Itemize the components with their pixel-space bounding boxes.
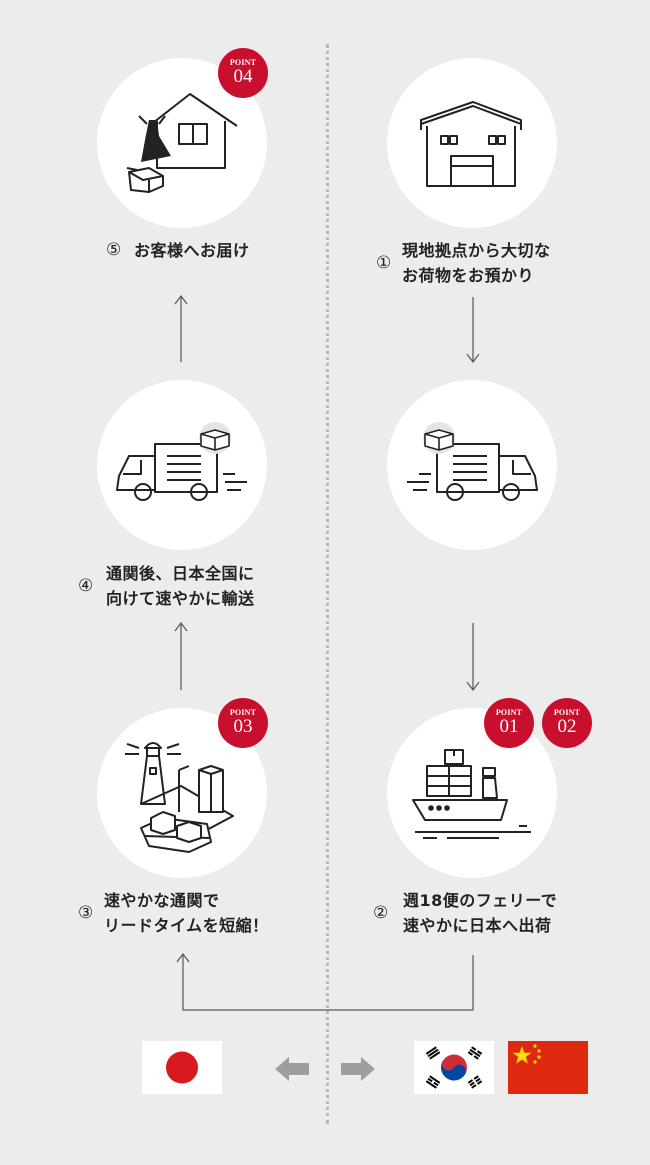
- step-number: ②: [373, 903, 389, 923]
- badge-number: 03: [233, 716, 253, 737]
- badge-label: POINT: [553, 708, 581, 717]
- home-delivery-icon: [126, 93, 238, 193]
- step-line1: 速やかな通関で: [104, 891, 220, 910]
- step-line1: 現地拠点から大切な: [402, 241, 551, 260]
- badge-label: POINT: [229, 58, 257, 67]
- step-line2: お荷物をお預かり: [402, 266, 535, 285]
- step4-text: ④ 通関後、日本全国に 向けて速やかに輸送: [78, 561, 255, 611]
- point-badge-03: POINT 03: [218, 698, 268, 748]
- delivery-truck-icon: [407, 422, 538, 501]
- step5-text: ⑤ お客様へお届け: [106, 238, 250, 263]
- arrow-right-icon: [341, 1057, 375, 1081]
- step-number: ④: [78, 576, 94, 596]
- point-badge-04: POINT 04: [218, 48, 268, 98]
- step-line1: お客様へお届け: [134, 241, 250, 260]
- badge-label: POINT: [229, 708, 257, 717]
- step-number: ①: [376, 253, 392, 273]
- step2-text: ② 週18便のフェリーで 速やかに日本へ出荷: [373, 888, 557, 938]
- south-korea-flag: [414, 1041, 494, 1094]
- badge-number: 02: [557, 716, 577, 737]
- center-divider: [326, 44, 329, 1124]
- china-flag: [508, 1041, 588, 1094]
- step-line2: 向けて速やかに輸送: [106, 589, 255, 608]
- truck-circle-right: [387, 380, 557, 550]
- badge-number: 01: [499, 716, 519, 737]
- step1-circle: [387, 58, 557, 228]
- step-line2: リードタイムを短縮！: [104, 916, 269, 935]
- delivery-truck-icon: [116, 422, 247, 501]
- step-line1: 週18便のフェリーで: [403, 891, 558, 910]
- step4-circle: [97, 380, 267, 550]
- step-line2: 速やかに日本へ出荷: [403, 916, 552, 935]
- step-number: ③: [78, 903, 94, 923]
- step3-text: ③ 速やかな通関で リードタイムを短縮！: [78, 888, 269, 938]
- step1-text: ① 現地拠点から大切な お荷物をお預かり: [376, 238, 551, 288]
- warehouse-icon: [420, 101, 522, 187]
- point-badge-02: POINT 02: [542, 698, 592, 748]
- step-number: ⑤: [106, 240, 122, 260]
- cargo-ship-icon: [412, 749, 531, 839]
- japan-flag: [142, 1041, 222, 1094]
- badge-label: POINT: [495, 708, 523, 717]
- arrow-left-icon: [275, 1057, 309, 1081]
- port-lighthouse-icon: [125, 742, 234, 853]
- step-line1: 通関後、日本全国に: [106, 564, 255, 583]
- badge-number: 04: [233, 66, 253, 87]
- point-badge-01: POINT 01: [484, 698, 534, 748]
